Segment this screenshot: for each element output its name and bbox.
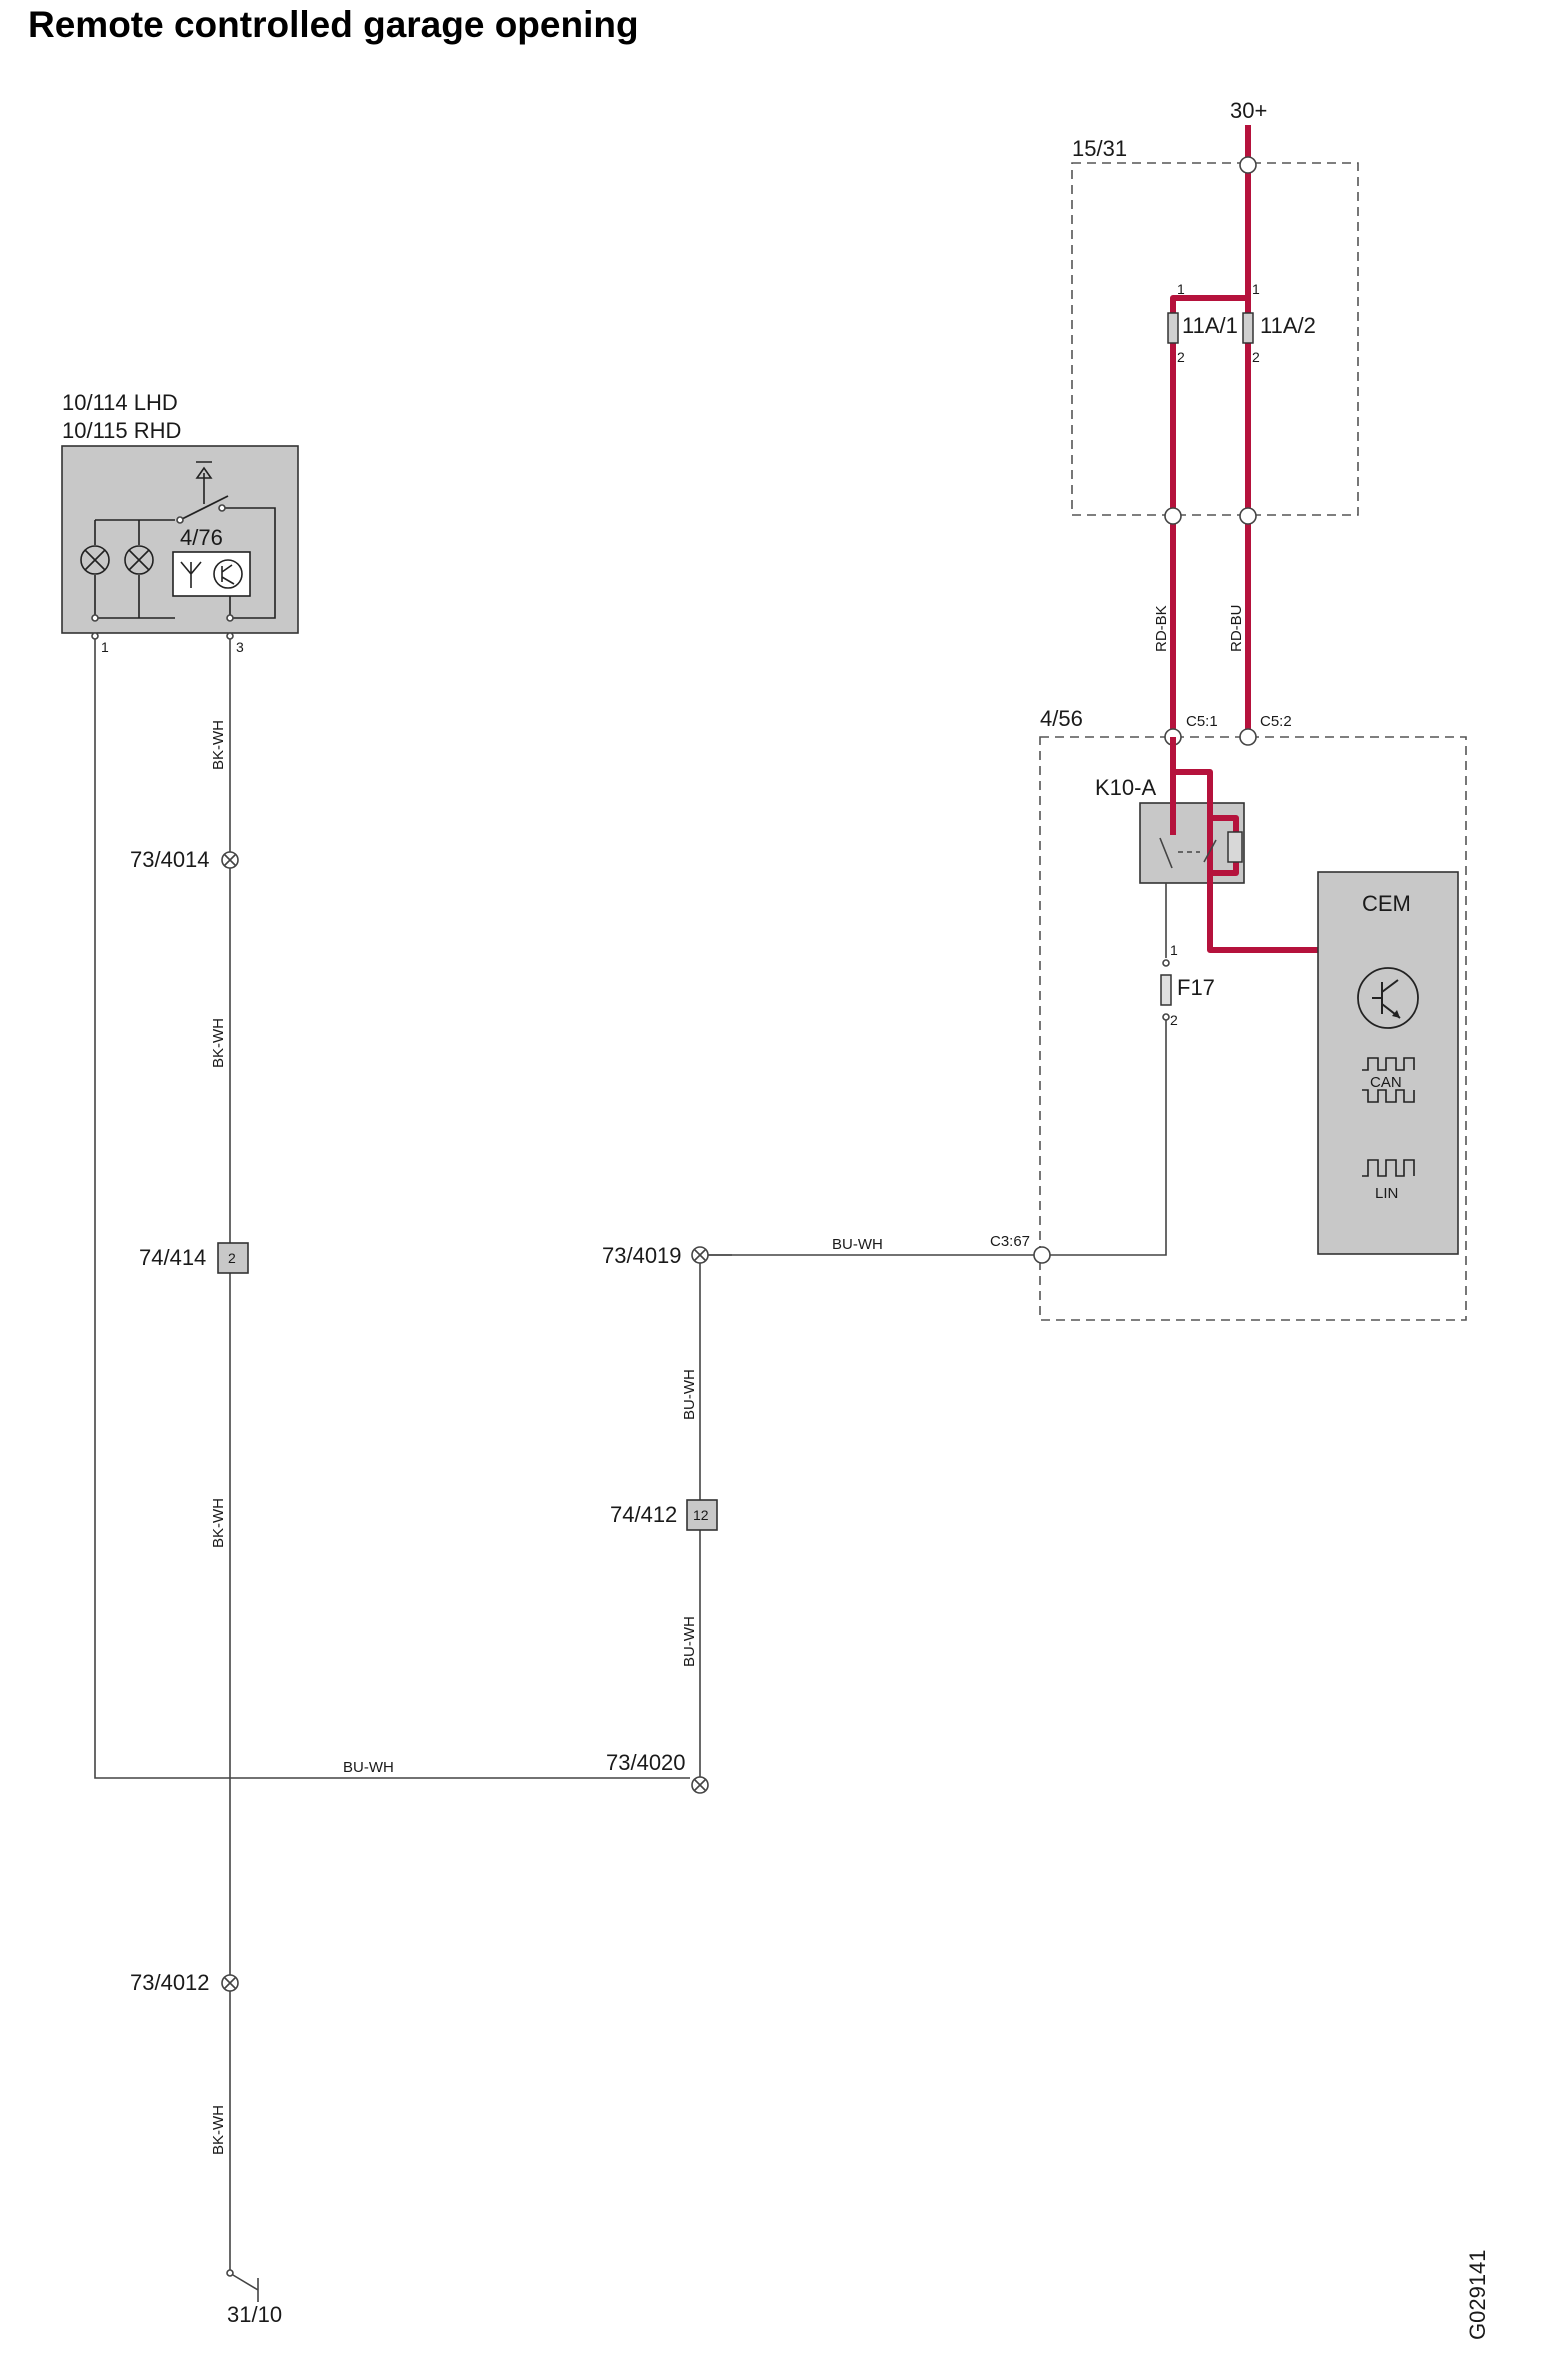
ground-icon — [232, 2274, 259, 2302]
fuse-11a2-pin-bottom: 2 — [1252, 349, 1260, 365]
connector-412-label: 74/412 — [610, 1502, 677, 1527]
cem-can-signal-top — [1362, 1057, 1415, 1071]
module-456-label: 4/56 — [1040, 706, 1083, 731]
image-code: G029141 — [1465, 2249, 1490, 2340]
transmitter-label-lhd: 10/114 LHD — [62, 390, 178, 415]
fuse-box-terminal-left — [1164, 507, 1182, 525]
fuse-f17-label: F17 — [1177, 975, 1215, 1000]
fuse-bridge-wire — [1170, 295, 1248, 740]
fuse-11a2-symbol — [1242, 312, 1254, 344]
transistor-icon-lines — [221, 564, 235, 585]
fuse-f17-pin-bottom-dot — [1162, 1013, 1170, 1021]
cem-transistor-symbol — [1372, 979, 1401, 1019]
fuse-f17-pin-top-dot — [1162, 959, 1170, 967]
wire-label-bk-wh-1: BK-WH — [210, 720, 227, 770]
transmitter-pin-3-dot — [226, 632, 234, 640]
connector-414-box — [217, 1242, 249, 1274]
wire-label-bu-wh-top: BU-WH — [832, 1236, 883, 1253]
lamp-icon-2 — [124, 545, 154, 575]
splice-4014-label: 73/4014 — [130, 847, 210, 872]
fuse-11a2-pin-top: 1 — [1252, 281, 1260, 297]
wire-label-rd-bu: RD-BU — [1228, 605, 1245, 653]
cem-transistor-circle — [1357, 967, 1419, 1029]
f17-to-c367-wire — [1050, 1020, 1167, 1256]
ground-node — [226, 2269, 234, 2277]
fuse-box-outline — [1071, 162, 1359, 516]
fuse-box-terminal-right — [1239, 507, 1257, 525]
connector-c51-label: C5:1 — [1186, 713, 1218, 730]
wire-label-bk-wh-3: BK-WH — [210, 1498, 227, 1548]
transmitter-box — [61, 445, 299, 634]
lamp-icon-1-cross — [84, 549, 106, 571]
relay-feed-wire — [1170, 737, 1318, 953]
supply-terminal — [1239, 156, 1257, 174]
cem-label: CEM — [1362, 891, 1411, 916]
fuse-f17-symbol — [1160, 974, 1172, 1006]
fuse-11a1-label: 11A/1 — [1182, 313, 1238, 338]
relay-coil-symbol — [1227, 831, 1243, 863]
transmitter-pin-1-dot — [91, 632, 99, 640]
relay-coil-diagonal — [1203, 839, 1217, 863]
splice-4012-cross — [223, 1976, 237, 1990]
connector-414-label: 74/414 — [139, 1245, 206, 1270]
relay-k10a-label: K10-A — [1095, 775, 1156, 800]
connector-c367-terminal — [1033, 1246, 1051, 1264]
splice-4020-cross — [693, 1778, 707, 1792]
cem-box — [1317, 871, 1459, 1255]
transmitter-switch-contact-b — [218, 504, 226, 512]
fuse-11a1-symbol — [1167, 312, 1179, 344]
cem-transistor-arrow — [1392, 1010, 1400, 1018]
wire-label-bk-wh-4: BK-WH — [210, 2105, 227, 2155]
fuse-f17-pin-top: 1 — [1170, 942, 1178, 958]
transmitter-pin-1: 1 — [101, 639, 109, 655]
wire-label-bu-wh-bottom: BU-WH — [343, 1759, 394, 1776]
transmitter-node-left — [91, 614, 99, 622]
connector-414-pin: 2 — [228, 1250, 236, 1266]
cem-lin-signal — [1362, 1159, 1415, 1177]
fuse-f17-pin-bottom: 2 — [1170, 1012, 1178, 1028]
transmitter-switch — [179, 495, 229, 521]
transmitter-node-right — [226, 614, 234, 622]
splice-4019-cross — [693, 1248, 707, 1262]
connector-412-box — [686, 1499, 718, 1531]
transmitter-switch-actuator — [195, 461, 213, 504]
splice-4012-label: 73/4012 — [130, 1970, 210, 1995]
transmitter-inner-label: 4/76 — [180, 525, 223, 550]
cem-can-signal-bottom — [1362, 1089, 1415, 1103]
splice-4019-label: 73/4019 — [602, 1243, 682, 1268]
antenna-icon — [180, 561, 202, 588]
relay-contact-symbol — [1159, 837, 1173, 869]
cem-can-label: CAN — [1370, 1074, 1402, 1091]
connector-c367-label: C3:67 — [990, 1233, 1030, 1250]
supply-label: 30+ — [1230, 98, 1267, 123]
lamp-icon-2-cross — [128, 549, 150, 571]
transmitter-switch-contact-a — [176, 516, 184, 524]
splice-4014-cross — [223, 853, 237, 867]
connector-c52-label: C5:2 — [1260, 713, 1292, 730]
wire-label-bu-wh-mid2: BU-WH — [681, 1616, 698, 1667]
wire-label-rd-bk: RD-BK — [1153, 605, 1170, 652]
pin1-return-wire — [94, 639, 690, 1779]
cem-lin-label: LIN — [1375, 1185, 1398, 1202]
splice-4020-label: 73/4020 — [606, 1750, 686, 1775]
ground-label: 31/10 — [227, 2302, 282, 2327]
transmitter-label-rhd: 10/115 RHD — [62, 418, 181, 443]
transistor-icon — [213, 559, 243, 589]
wire-label-bu-wh-mid1: BU-WH — [681, 1369, 698, 1420]
wire-label-bk-wh-2: BK-WH — [210, 1018, 227, 1068]
connector-c52-terminal — [1239, 728, 1257, 746]
diagram-title: Remote controlled garage opening — [28, 4, 639, 45]
fuse-11a1-pin-bottom: 2 — [1177, 349, 1185, 365]
connector-412-pin: 12 — [693, 1507, 709, 1523]
transmitter-pin-3: 3 — [236, 639, 244, 655]
fuse-11a1-pin-top: 1 — [1177, 281, 1185, 297]
transmitter-inner-module — [172, 551, 251, 597]
lamp-icon-1 — [80, 545, 110, 575]
fuse-11a2-label: 11A/2 — [1260, 313, 1316, 338]
fuse-box-label: 15/31 — [1072, 136, 1127, 161]
